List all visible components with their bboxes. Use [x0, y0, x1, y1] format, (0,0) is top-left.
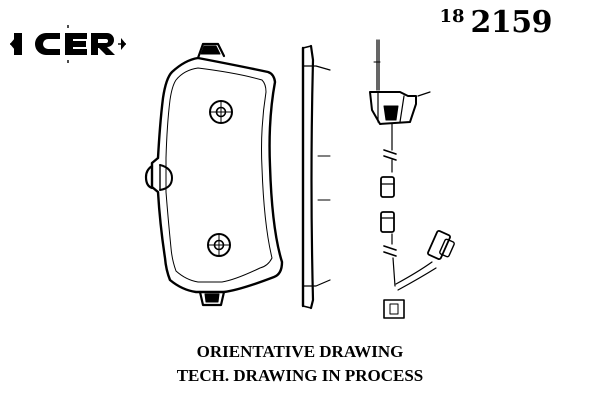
icer-logo — [10, 25, 126, 63]
part-number-prefix: 18 — [439, 6, 465, 27]
brake-pad-side — [301, 44, 331, 310]
part-number-main: 2159 — [470, 5, 553, 40]
caption-orientative-drawing: ORIENTATIVE DRAWING — [196, 342, 404, 361]
caption-drawing-in-process: TECH. DRAWING IN PROCESS — [176, 366, 424, 385]
wear-sensor-cable — [369, 39, 455, 319]
brake-pad-front — [144, 42, 284, 307]
technical-drawing — [144, 39, 455, 319]
